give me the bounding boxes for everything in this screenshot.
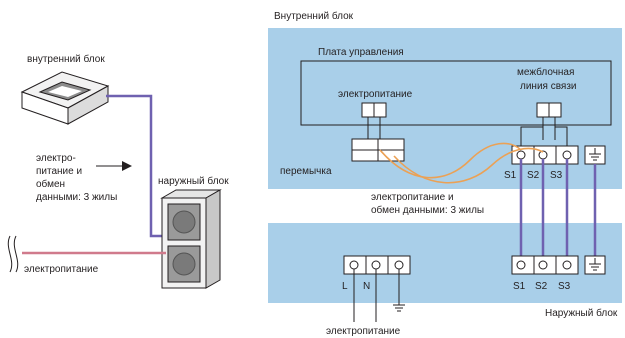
indoor-panel-title: Внутренний блок	[274, 10, 354, 22]
interconnect-cable	[106, 94, 168, 238]
indoor-terminal-label-s3: S3	[550, 170, 563, 181]
cable-left-label-3: обмен	[36, 178, 65, 190]
outdoor-terminal-label-s2: S2	[535, 281, 548, 292]
ground-icon	[589, 258, 601, 271]
ground-icon	[589, 148, 601, 161]
indoor-terminal-label-s2: S2	[527, 170, 540, 181]
power-left-label: электропитание	[24, 264, 99, 275]
ground-icon	[393, 304, 405, 312]
control-board	[300, 60, 612, 126]
cable-left-label-4: данными: 3 жилы	[36, 192, 117, 203]
board-power-label: электропитание	[338, 89, 413, 100]
cable-mid-label-2: обмен данными: 3 жилы	[371, 204, 484, 216]
control-board-title: Плата управления	[318, 47, 404, 58]
jumper-wire-2	[393, 147, 544, 184]
cable-left-label-1: электро-	[36, 153, 76, 164]
outdoor-ground-terminal	[584, 255, 606, 275]
power-terminal-label-l: L	[342, 281, 348, 292]
outdoor-screw-s2	[538, 260, 548, 270]
outdoor-terminal-label-s1: S1	[513, 281, 526, 292]
power-screw-ground	[394, 260, 404, 270]
indoor-terminal-label-s1: S1	[504, 170, 517, 181]
indoor-screw-s3	[562, 150, 572, 160]
power-bottom-label: электропитание	[326, 326, 401, 337]
indoor-unit-label: внутренний блок	[27, 53, 105, 65]
outdoor-terminal-label-s3: S3	[558, 281, 571, 292]
power-screw-l	[349, 260, 359, 270]
interunit-link-label-2: линия связи	[520, 81, 577, 92]
arrow-icon	[122, 161, 132, 171]
outdoor-screw-s1	[516, 260, 526, 270]
outdoor-panel-title: Наружный блок	[545, 307, 618, 319]
cable-left-label-2: питание и	[36, 166, 82, 177]
indoor-screw-s2	[538, 150, 548, 160]
jumper-wire-1	[379, 142, 522, 179]
jumper-label: перемычка	[280, 166, 332, 177]
indoor-unit-icon	[20, 71, 110, 125]
outdoor-unit-label: наружный блок	[158, 175, 229, 187]
break-mark-icon	[7, 235, 19, 273]
outdoor-unit-icon	[160, 189, 222, 289]
power-screw-n	[371, 260, 381, 270]
outdoor-screw-s3	[562, 260, 572, 270]
cable-mid-label-1: электропитание и	[371, 192, 454, 203]
interunit-link-label-1: межблочная	[517, 66, 574, 78]
indoor-screw-s1	[516, 150, 526, 160]
power-terminal-label-n: N	[363, 281, 370, 292]
